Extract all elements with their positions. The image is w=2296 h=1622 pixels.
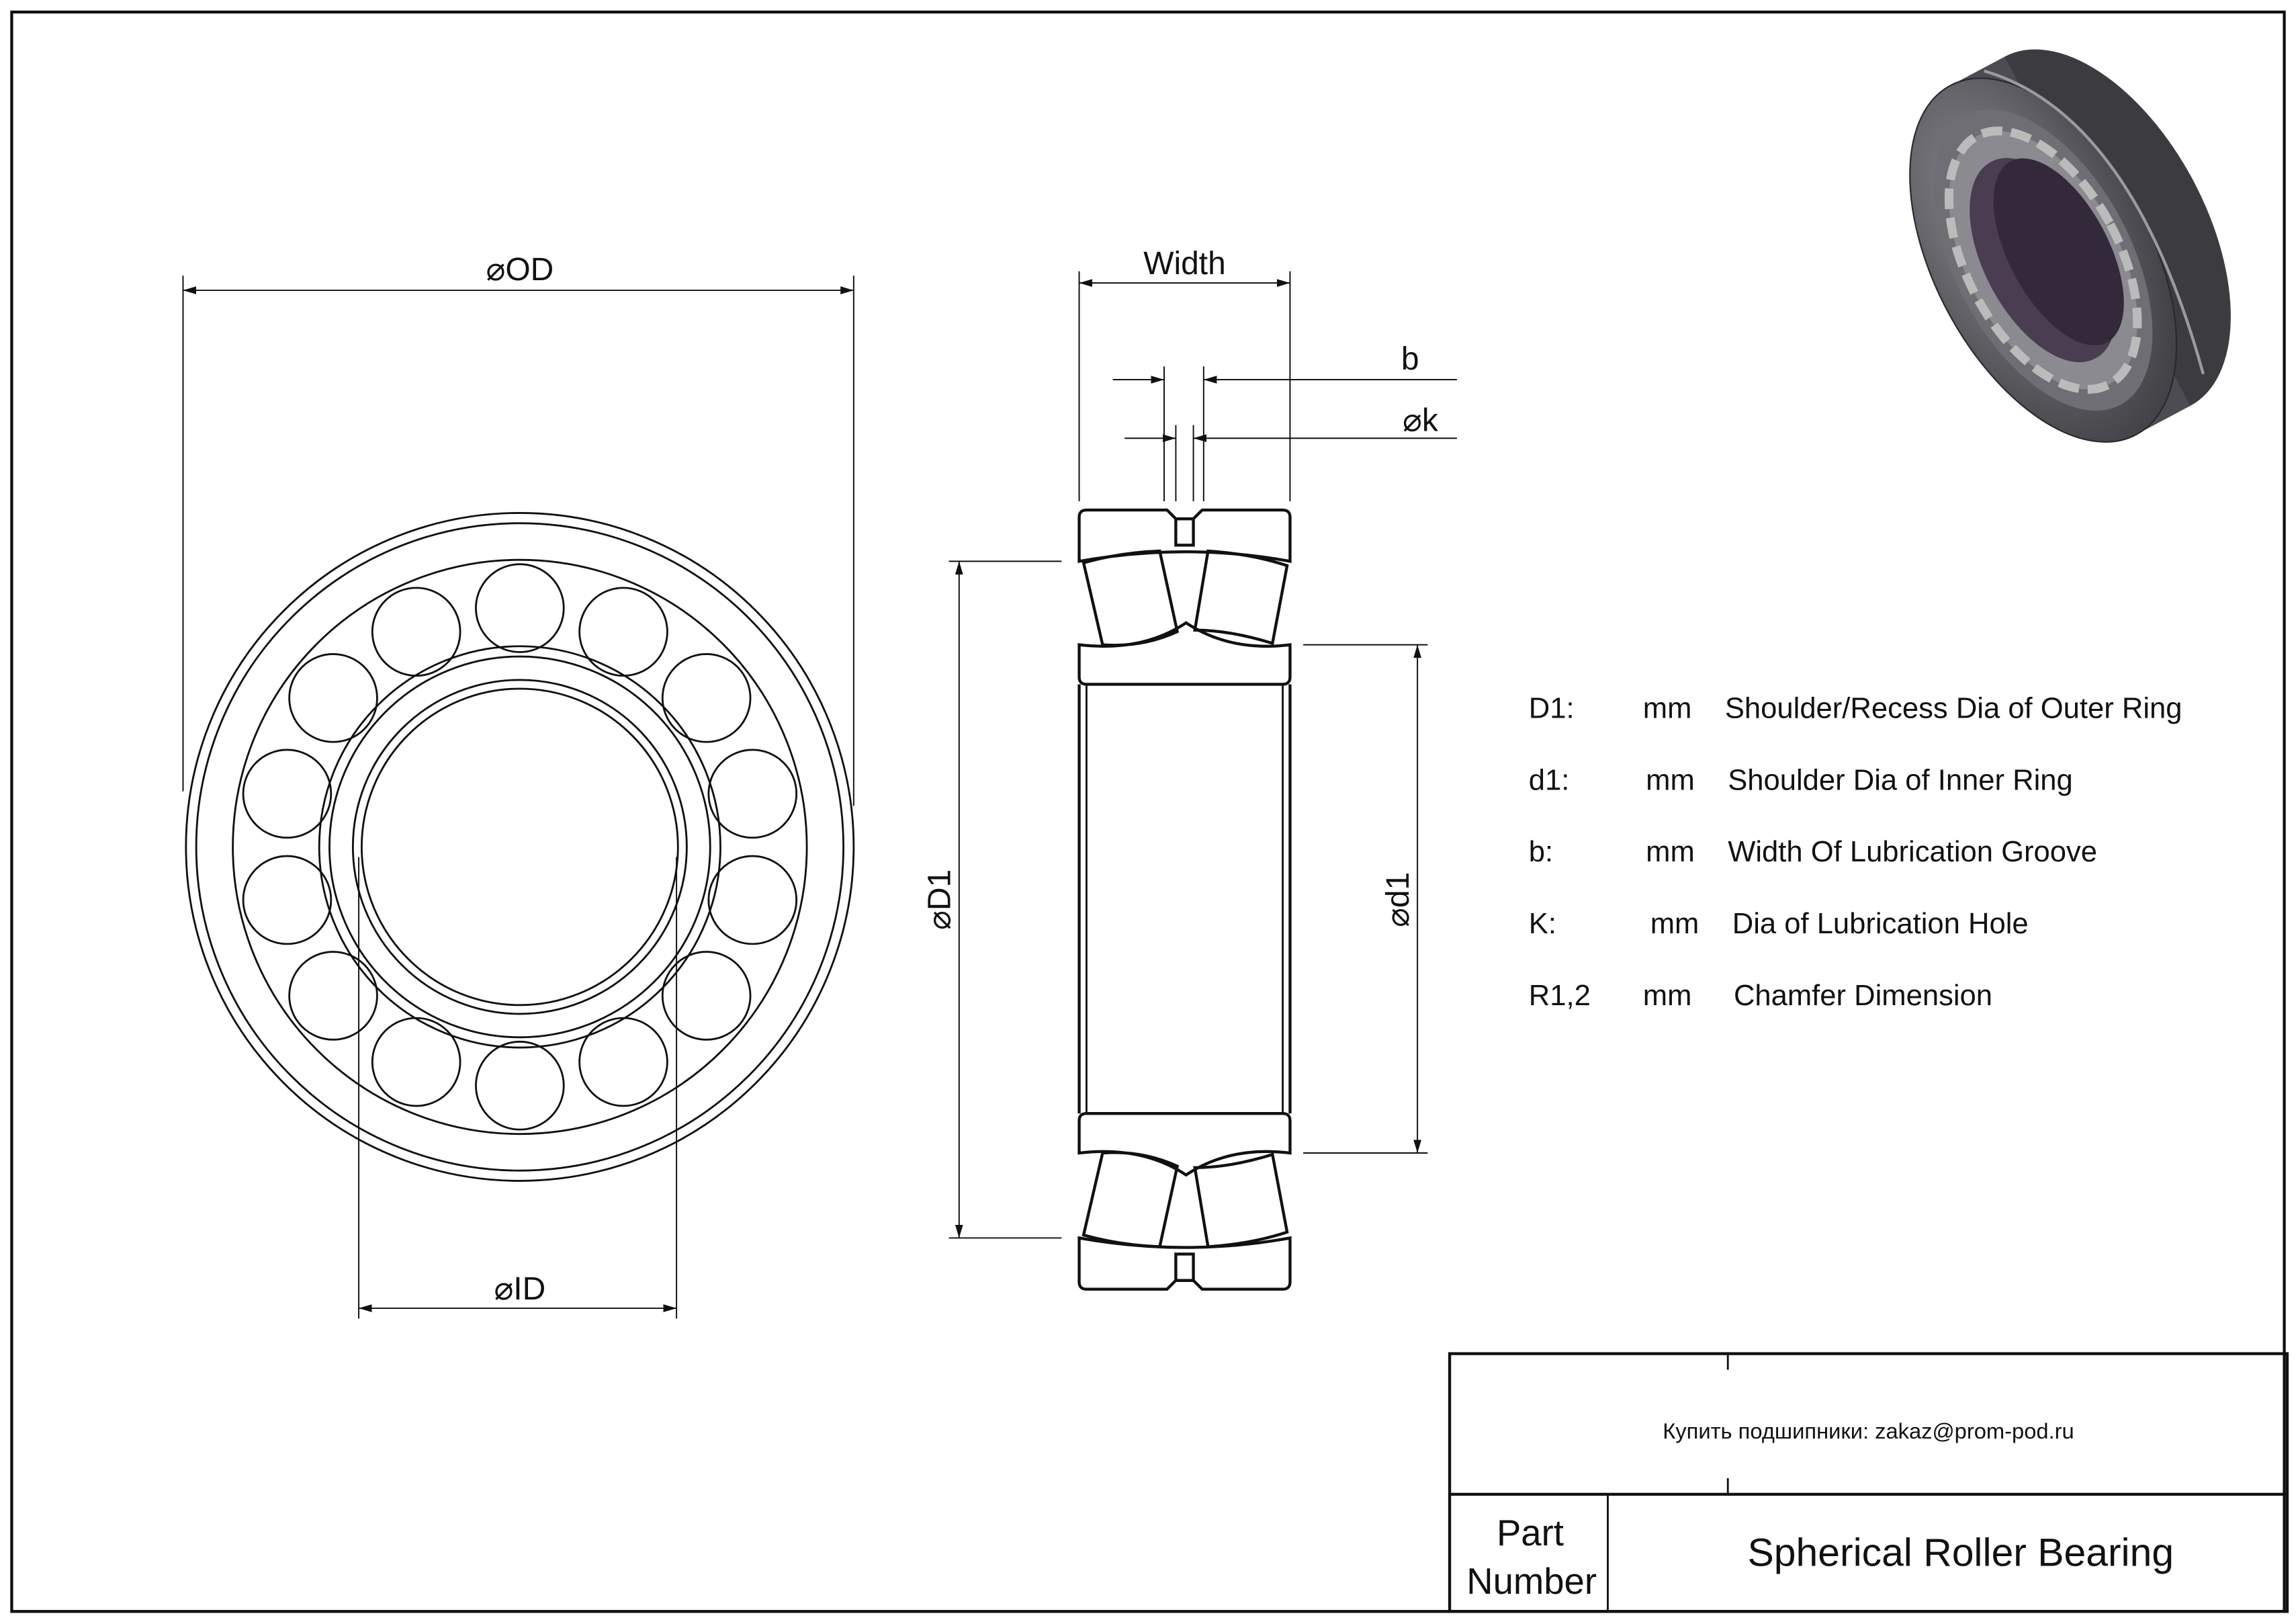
sheet-border [10, 10, 2286, 1613]
legend-description: Width Of Lubrication Groove [1728, 836, 2097, 868]
roller [578, 1017, 668, 1107]
legend-unit: mm [1643, 693, 1692, 725]
k-label: ⌀k [1403, 402, 1439, 438]
D1-label: ⌀D1 [922, 869, 958, 930]
roller [371, 1017, 461, 1107]
outer-ring-bore [232, 558, 808, 1136]
legend-symbol: D1: [1529, 693, 1575, 725]
roller [371, 587, 461, 677]
legend-symbol: b: [1529, 836, 1553, 868]
bearing-3d-render [1909, 49, 2231, 443]
roller [707, 855, 798, 945]
legend-description: Shoulder/Recess Dia of Outer Ring [1725, 693, 2182, 725]
b-label: b [1401, 341, 1419, 377]
legend-symbol: d1: [1529, 764, 1570, 796]
part-label: Part [1497, 1512, 1564, 1553]
groove-dimensions: b ⌀k [1112, 341, 1457, 501]
D1-dimension: ⌀D1 [922, 560, 1062, 1239]
roller [475, 1040, 565, 1131]
width-label: Width [1143, 246, 1226, 282]
roller [707, 749, 798, 839]
bore-chamfer [351, 679, 688, 1015]
od-label: ⌀OD [486, 252, 554, 288]
rollers [242, 563, 798, 1131]
d1-dimension: ⌀d1 [1303, 644, 1428, 1154]
roller [661, 951, 752, 1041]
legend-description: Chamfer Dimension [1734, 980, 1992, 1012]
legend-unit: mm [1643, 980, 1692, 1012]
legend-unit: mm [1646, 764, 1695, 796]
roller [475, 563, 565, 653]
roller [242, 855, 333, 945]
legend: D1: mm Shoulder/Recess Dia of Outer Ring… [1529, 693, 2182, 1012]
roller [578, 587, 668, 677]
roller [242, 749, 333, 839]
bore-id [361, 687, 679, 1007]
contact-text: Купить подшипники: zakaz@prom-pod.ru [1663, 1418, 2074, 1443]
title-block: Купить подшипники: zakaz@prom-pod.ru Par… [1448, 1352, 2289, 1613]
roller [288, 951, 378, 1041]
legend-unit: mm [1650, 908, 1699, 940]
roller [288, 653, 378, 743]
outer-ring-od [185, 511, 855, 1182]
od-dimension: ⌀OD [182, 252, 854, 806]
d1-label: ⌀d1 [1380, 872, 1416, 927]
legend-unit: mm [1646, 836, 1695, 868]
legend-description: Dia of Lubrication Hole [1732, 908, 2029, 940]
legend-description: Shoulder Dia of Inner Ring [1728, 764, 2073, 796]
id-dimension: ⌀ID [358, 857, 678, 1319]
inner-ring-shoulder [318, 645, 721, 1049]
part-name: Spherical Roller Bearing [1748, 1531, 2174, 1575]
outer-ring-chamfer [195, 522, 845, 1172]
roller [661, 653, 752, 743]
front-view [185, 511, 855, 1182]
section-view [1077, 508, 1292, 1291]
inner-ring-face [328, 655, 711, 1039]
width-dimension: Width [1078, 246, 1291, 501]
legend-symbol: R1,2 [1529, 980, 1591, 1012]
number-label: Number [1466, 1561, 1597, 1602]
legend-symbol: K: [1529, 908, 1556, 940]
id-label: ⌀ID [494, 1271, 545, 1307]
